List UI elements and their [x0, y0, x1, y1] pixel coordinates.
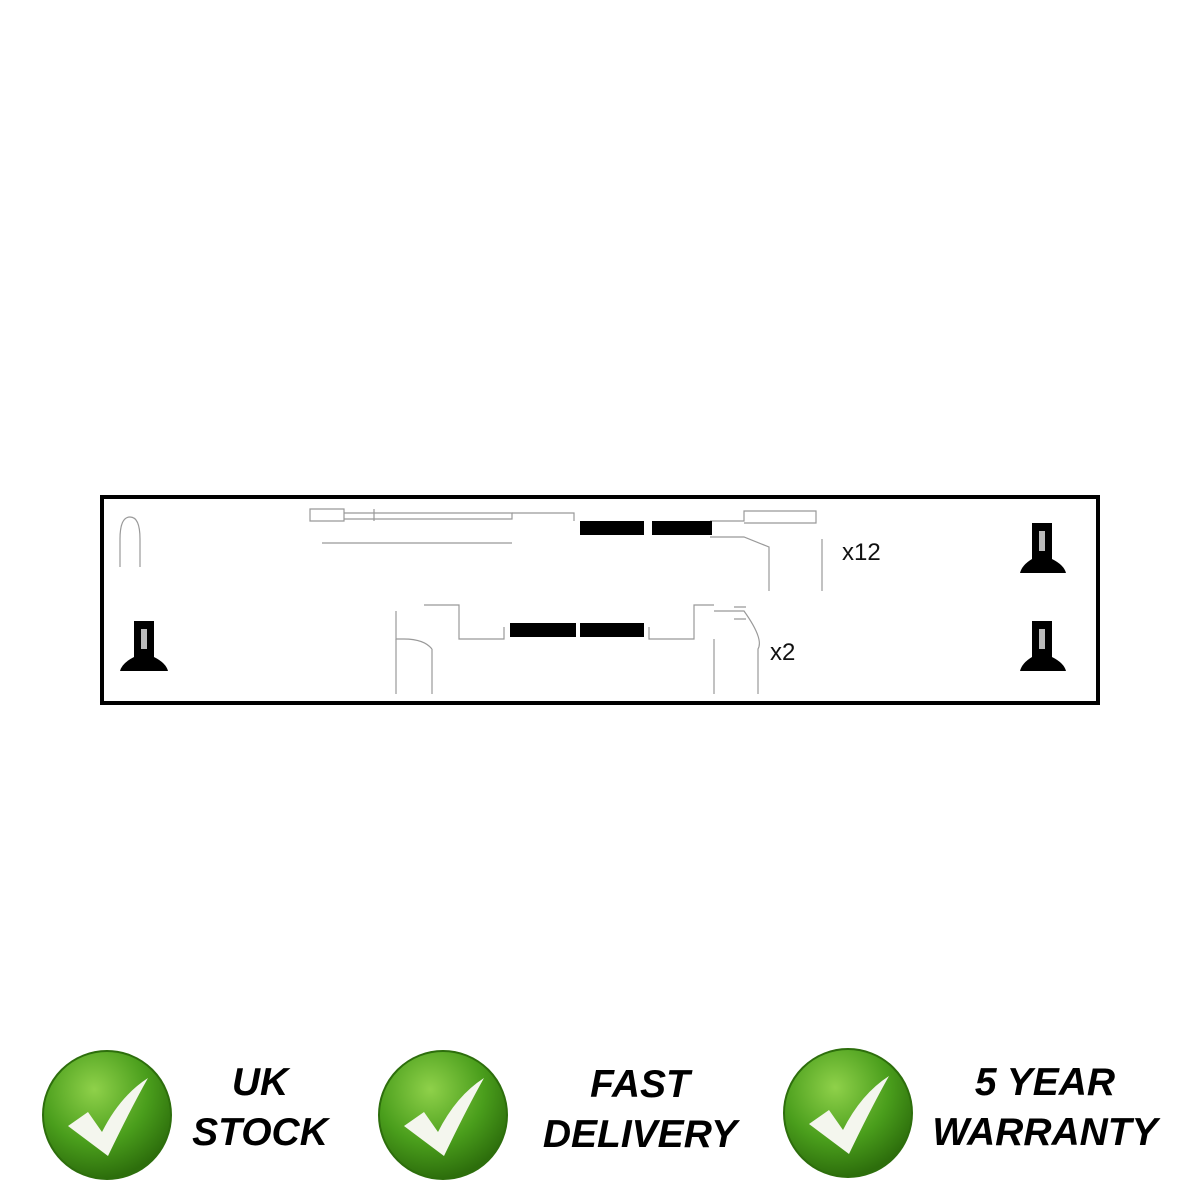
lead-drawing: [119, 508, 1066, 694]
ignition-lead-diagram: x12 x2: [100, 495, 1100, 705]
lead-segment: [510, 623, 576, 637]
badge-line2: WARRANTY: [932, 1111, 1158, 1154]
check-icon: [40, 1048, 174, 1182]
badge-line2: STOCK: [192, 1111, 328, 1154]
quantity-label-bottom: x2: [770, 639, 796, 666]
lead-segment: [580, 521, 644, 535]
plug-terminal-icon: [119, 516, 141, 567]
check-icon: [376, 1048, 510, 1182]
badge-uk-stock: UK STOCK: [170, 1058, 350, 1158]
lead-segment: [580, 623, 644, 637]
lead-segment: [652, 521, 712, 535]
badge-line1: FAST: [590, 1063, 690, 1106]
check-icon: [781, 1046, 915, 1180]
badge-line1: UK: [231, 1061, 289, 1104]
badge-5-year-warranty: 5 YEAR WARRANTY: [915, 1058, 1175, 1158]
badge-fast-delivery: FAST DELIVERY: [520, 1060, 760, 1160]
badge-line1: 5 YEAR: [974, 1061, 1116, 1104]
boot-connector-icon: [1020, 621, 1066, 671]
badge-line2: DELIVERY: [542, 1113, 738, 1156]
quantity-label-top: x12: [842, 539, 881, 566]
boot-connector-icon: [120, 621, 168, 671]
boot-connector-icon: [1020, 523, 1066, 573]
